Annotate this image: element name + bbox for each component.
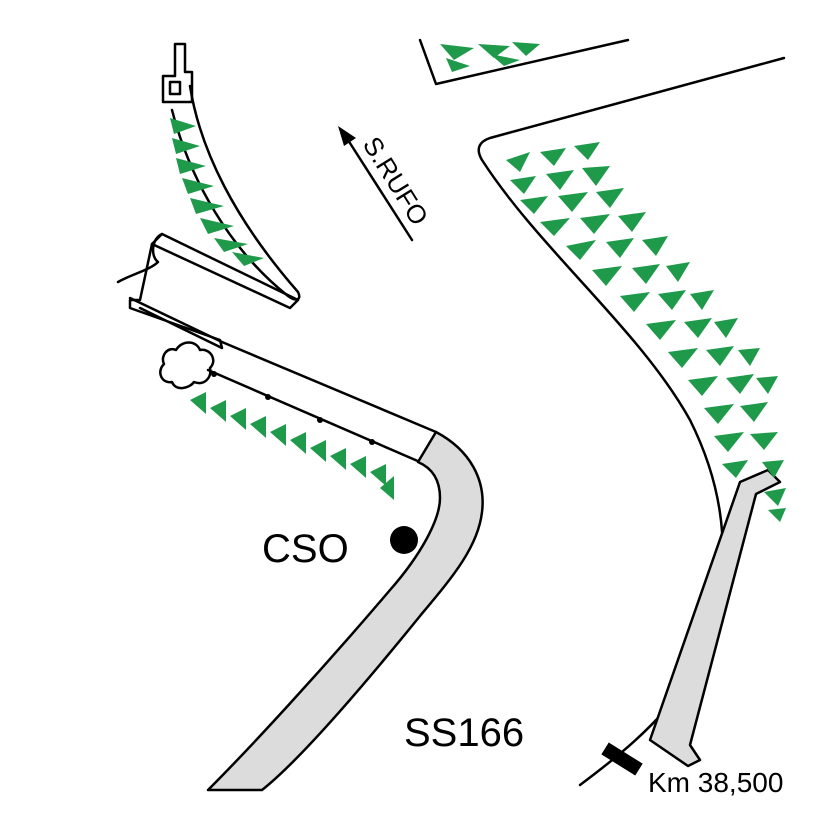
small-building xyxy=(161,42,194,104)
right-guardrail xyxy=(648,468,782,768)
right-verge xyxy=(477,56,786,787)
road-label: SS166 xyxy=(404,711,524,755)
vegetation-left-row xyxy=(190,392,394,500)
left-shelter xyxy=(116,232,300,350)
tree-icon xyxy=(159,341,215,390)
station-dot-icon xyxy=(390,526,418,554)
top-middle-verge xyxy=(418,38,630,86)
km-marker-icon xyxy=(601,742,643,776)
arrow-up-left-icon xyxy=(338,126,414,242)
main-road xyxy=(206,340,484,792)
km-label: Km 38,500 xyxy=(648,767,783,798)
vegetation-right xyxy=(506,142,786,522)
vegetation-top-left xyxy=(170,118,264,266)
station-label: CSO xyxy=(262,527,349,571)
vegetation-top-middle xyxy=(440,42,540,72)
